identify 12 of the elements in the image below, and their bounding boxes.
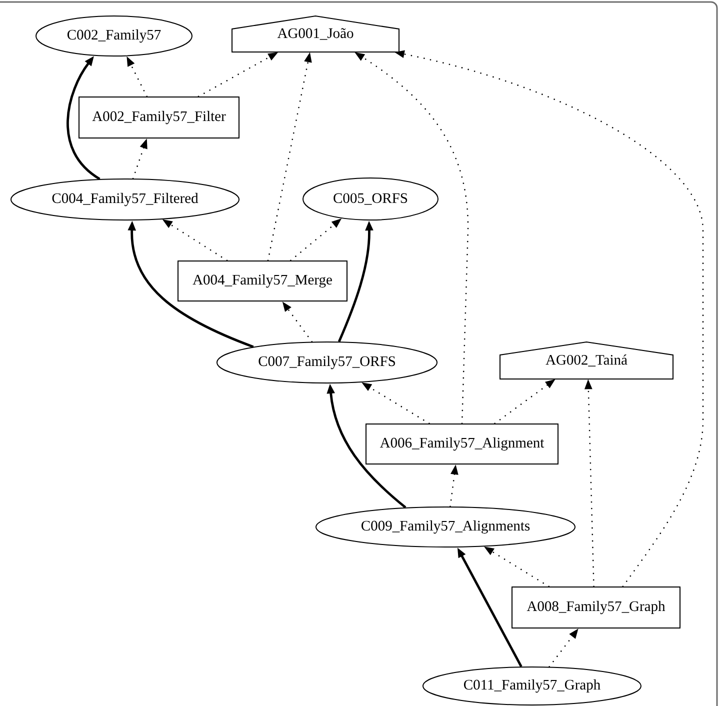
rectangle-node: A008_Family57_Graph [512,586,680,628]
rectangle-node: A004_Family57_Merge [178,260,348,302]
ellipse-node: C002_Family57 [36,16,192,56]
ellipse-node: C011_Family57_Graph [422,666,642,706]
house-node: AG001_João [232,15,400,52]
house-node: AG002_Tainá [500,341,674,380]
ellipse-node: C004_Family57_Filtered [10,178,240,220]
rectangle-node: A002_Family57_Filter [78,96,240,138]
ellipse-node: C007_Family57_ORFS [216,341,438,384]
rectangle-node: A006_Family57_Alignment [366,423,558,464]
ellipse-node: C005_ORFS [302,177,438,220]
ellipse-node: C009_Family57_Alignments [316,506,576,548]
